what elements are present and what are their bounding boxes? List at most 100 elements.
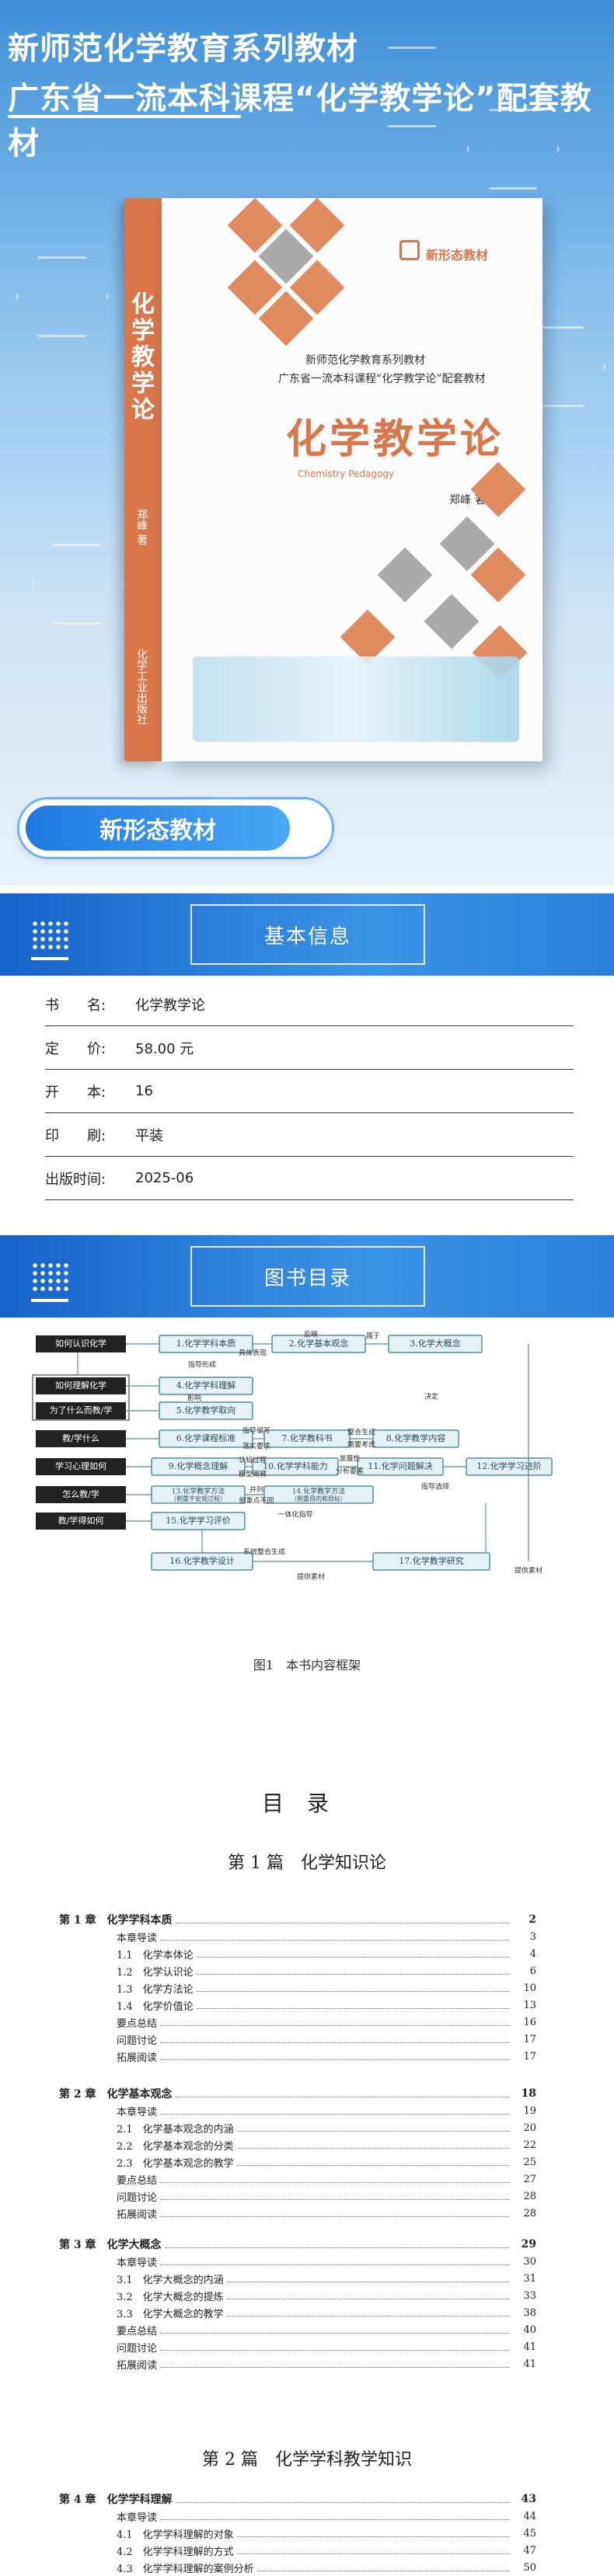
spine-publisher: 化学工业出版社: [135, 649, 148, 725]
diagram-left-label-text: 教/学什么: [62, 1432, 99, 1443]
toc-page: 25: [523, 2156, 536, 2168]
toc-leader: [160, 2343, 510, 2351]
toc-leader: [160, 2107, 510, 2115]
diagram-group-frame: [32, 1374, 130, 1421]
toc-label: 4.3 化学学科理解的案例分析: [117, 2563, 254, 2575]
diagram-box-text: 4.化学学科理解: [176, 1380, 236, 1391]
info-value: 平装: [135, 1127, 163, 1144]
info-key: 出版时间:: [45, 1171, 106, 1188]
diagram-edge-label: 属于: [366, 1332, 380, 1341]
diagram-box-text: 13.化学教学方法: [172, 1487, 225, 1496]
toc-label: 本章导读: [117, 1932, 158, 1944]
toc-label: 2.2 化学基本观念的分类: [117, 2140, 234, 2153]
toc-leader: [160, 2512, 510, 2520]
toc-page: 19: [523, 2104, 536, 2117]
toc-leader: [175, 2495, 510, 2503]
hexagon-decor: [365, 47, 459, 127]
diagram-box-text: 2.化学基本观念: [289, 1338, 349, 1349]
catalog-title: 图书目录: [190, 1246, 425, 1307]
spine-title: 化学教学论: [127, 291, 154, 423]
diagram-box-text: 7.化学教科书: [281, 1432, 333, 1443]
cover-series: 新师范化学教育系列教材: [305, 354, 425, 367]
diagram-edge-label: 指导选择: [421, 1482, 449, 1492]
toc-label: 本章导读: [117, 2512, 158, 2524]
toc-leader: [236, 2546, 510, 2554]
toc-leader: [160, 2257, 510, 2265]
hero-series-title: 新师范化学教育系列教材: [8, 31, 358, 67]
cover-title-en: Chemistry Pedagogy: [298, 468, 395, 479]
diagram-left-label: [36, 1430, 126, 1447]
diagram-box-text: 5.化学教学取向: [176, 1405, 236, 1415]
cover-badge-icon: [399, 240, 420, 260]
toc-leader: [160, 2175, 510, 2183]
toc-label: 3.2 化学大概念的提炼: [117, 2291, 224, 2303]
diagram-edge-label: 提供素材: [515, 1566, 542, 1575]
diagram-box-text: 12.化学学习进阶: [476, 1460, 542, 1471]
diagram-left-label: [36, 1513, 126, 1530]
toc-part-title: 第 2 篇 化学学科教学知识: [202, 2450, 412, 2470]
toc-label: 要点总结: [117, 2174, 158, 2187]
toc-label: 3.1 化学大概念的内涵: [117, 2274, 224, 2286]
cover-author: 郑峰 著: [449, 494, 486, 506]
toc-page: 38: [523, 2306, 536, 2319]
toc-page: 41: [523, 2358, 536, 2370]
basic-info-header: 基本信息: [0, 893, 614, 976]
diagram-edge-label: 落实要求: [242, 1442, 270, 1451]
toc-leader: [160, 2035, 510, 2043]
hero-banner: 新师范化学教育系列教材 广东省一流本科课程“化学教学论”配套教材 化学教学论 郑…: [0, 0, 614, 886]
toc-label: 拓展阅读: [117, 2052, 158, 2064]
toc-page: 4: [529, 1948, 536, 1960]
diagram-box-text: （侧重目的和目标）: [291, 1495, 347, 1502]
toc-leader: [236, 2141, 510, 2149]
diagram-box-text: 14.化学教学方法: [292, 1487, 345, 1496]
toc-label: 问题讨论: [117, 2191, 158, 2204]
cover-diamond: [470, 461, 526, 517]
toc-label: 本章导读: [117, 2257, 158, 2269]
diagram-left-label-text: 怎么教/学: [62, 1488, 99, 1499]
toc-leader: [226, 2275, 510, 2282]
book-cover: 新形态教材 新师范化学教育系列教材 广东省一流本科课程“化学教学论”配套教材 化…: [162, 198, 542, 761]
diagram-box-text: 17.化学教学研究: [399, 1555, 464, 1566]
info-row: 印 刷: 平装: [45, 1113, 574, 1157]
info-value: 化学教学论: [135, 997, 205, 1014]
diagram-left-label-text: 学习心理如何: [55, 1460, 106, 1471]
toc-leader: [160, 2018, 510, 2026]
toc-page: 2: [529, 1913, 536, 1926]
toc-page: 41: [523, 2341, 536, 2353]
diagram-box-text: 10.化学学科能力: [263, 1460, 328, 1471]
toc-leader: [236, 2158, 510, 2166]
toc-page: 44: [523, 2510, 536, 2522]
diagram-edge-label: 发展性: [339, 1454, 360, 1464]
diagram-box-text: 9.化学概念理解: [169, 1460, 229, 1471]
diagram-edge-label: 系统整合生成: [243, 1547, 285, 1557]
toc-page: 6: [529, 1965, 536, 1977]
basic-info-table: 书 名: 化学教学论 定 价: 58.00 元 开 本: 16 印 刷: 平装 …: [45, 983, 574, 1200]
diagram-left-label: [36, 1486, 126, 1503]
toc-leader: [175, 2090, 510, 2097]
content-framework-diagram: 如何认识化学如何理解化学为了什么而教/学教/学什么学习心理如何怎么教/学教/学得…: [31, 1330, 583, 1648]
info-value: 16: [135, 1083, 153, 1099]
diagram-left-label: [36, 1377, 126, 1394]
toc-leader: [226, 2292, 510, 2299]
info-row: 定 价: 58.00 元: [45, 1026, 574, 1070]
info-key: 印 刷:: [45, 1127, 106, 1144]
toc-leader: [196, 1967, 510, 1975]
dots-decor: [31, 920, 68, 951]
toc-leader: [160, 2326, 510, 2334]
